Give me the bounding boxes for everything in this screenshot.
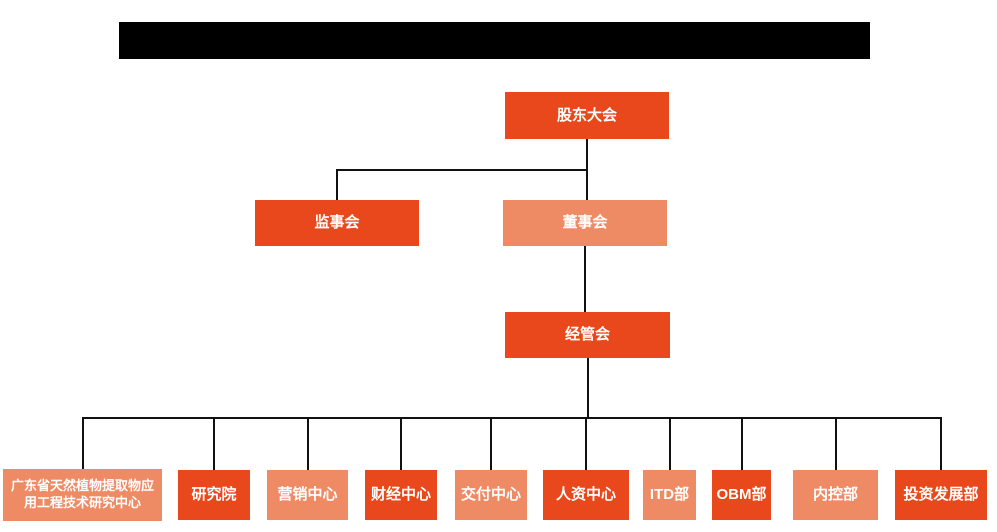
org-node-marketing: 营销中心 [267, 470, 348, 520]
connector-line [81, 417, 84, 469]
org-node-academy: 研究院 [178, 470, 250, 520]
org-node-research-center: 广东省天然植物提取物应用工程技术研究中心 [3, 469, 162, 521]
redacted-title-bar [119, 22, 870, 59]
connector-line [834, 417, 837, 470]
org-node-label: 营销中心 [277, 486, 338, 504]
org-node-obm: OBM部 [712, 470, 771, 520]
org-node-hr: 人资中心 [543, 470, 629, 520]
org-node-investment: 投资发展部 [895, 470, 987, 520]
org-node-label: 广东省天然植物提取物应用工程技术研究中心 [10, 478, 154, 510]
org-node-label: 研究院 [191, 486, 237, 504]
org-node-board: 董事会 [503, 200, 667, 246]
connector-line [306, 417, 309, 470]
org-node-label: OBM部 [716, 486, 767, 504]
org-node-finance: 财经中心 [365, 470, 437, 520]
org-node-label: 监事会 [314, 214, 360, 232]
org-node-supervisory: 监事会 [255, 200, 419, 246]
connector-line [213, 417, 215, 470]
org-node-label: 股东大会 [556, 106, 617, 124]
org-node-label: 投资发展部 [903, 486, 979, 504]
org-node-label: 经管会 [564, 326, 610, 344]
connector-line [400, 417, 402, 470]
connector-line [490, 417, 492, 470]
org-node-shareholders: 股东大会 [505, 92, 669, 139]
org-node-label: 人资中心 [555, 486, 616, 504]
connector-line [740, 417, 743, 470]
org-node-management: 经管会 [505, 312, 670, 358]
org-node-delivery: 交付中心 [455, 470, 527, 520]
connector-line [584, 246, 586, 312]
org-node-internal-control: 内控部 [793, 470, 878, 520]
connector-line [940, 417, 942, 470]
org-node-label: 财经中心 [370, 486, 431, 504]
connector-line [586, 358, 589, 417]
org-node-label: 董事会 [562, 214, 608, 232]
org-node-label: ITD部 [649, 486, 690, 504]
connector-line [585, 417, 587, 470]
connector-line [336, 169, 338, 200]
org-node-label: 交付中心 [460, 486, 521, 504]
connector-line [336, 169, 588, 171]
org-node-itd: ITD部 [643, 470, 696, 520]
connector-line [668, 417, 671, 470]
connector-line [81, 417, 942, 419]
org-node-label: 内控部 [812, 486, 858, 504]
